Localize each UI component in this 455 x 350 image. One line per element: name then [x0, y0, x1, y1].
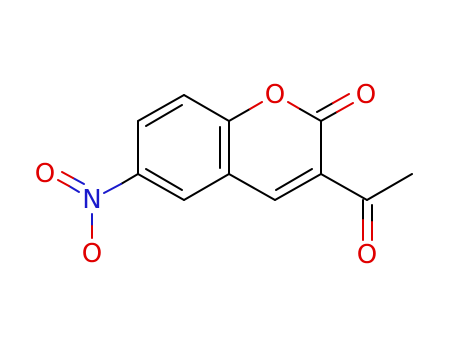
- bond-c5-c4a: [183, 173, 230, 201]
- bond-c6-n-blue: [103, 183, 122, 194]
- benzene-ring: [137, 94, 230, 201]
- bond-n-o-top-red-1: [57, 179, 70, 187]
- acetyl-group: [320, 173, 413, 241]
- lactone-oxygen-label: O: [356, 80, 376, 110]
- bond-c8-c7: [137, 94, 185, 122]
- lactone-carbonyl: [316, 93, 354, 122]
- bond-c8a-o1-red: [249, 101, 263, 110]
- bond-c3-c4: [274, 173, 322, 201]
- bond-n-o-top-blue-2: [72, 177, 85, 185]
- nitro-group: [57, 171, 139, 239]
- bond-c8-c7-inner: [145, 104, 183, 127]
- bond-c4-c4a: [228, 173, 276, 201]
- bond-c6-c5: [137, 173, 185, 201]
- bond-o1-c2-black: [299, 108, 322, 122]
- bond-c2-o-black-1: [320, 111, 338, 122]
- bond-c2-o-red-2: [332, 93, 350, 104]
- bond-c2-o-black-2: [316, 102, 334, 113]
- bond-c2-o-red-1: [336, 102, 354, 113]
- bond-c3-c4-inner: [275, 168, 313, 191]
- bond-n-o-top-red-2: [61, 171, 74, 179]
- bond-o1-c2-red: [287, 101, 301, 110]
- nitro-oxygen-bottom-label: O: [82, 239, 102, 269]
- acetyl-oxygen-label: O: [357, 240, 377, 270]
- bond-acetyl-c-methyl: [366, 173, 413, 201]
- bond-c8a-o1-black: [228, 108, 251, 122]
- ring-oxygen-label: O: [265, 80, 285, 110]
- bond-n-o-top-blue-1: [68, 185, 80, 193]
- bond-c6-n-black: [120, 173, 139, 185]
- pyranone-ring: [228, 101, 322, 201]
- nitro-oxygen-top-label: O: [35, 159, 55, 189]
- bond-c8a-c8: [183, 94, 230, 122]
- nitro-nitrogen-label: N: [82, 185, 101, 215]
- bond-c3-acetyl-c: [320, 173, 368, 201]
- bond-c6-c5-inner: [145, 168, 183, 191]
